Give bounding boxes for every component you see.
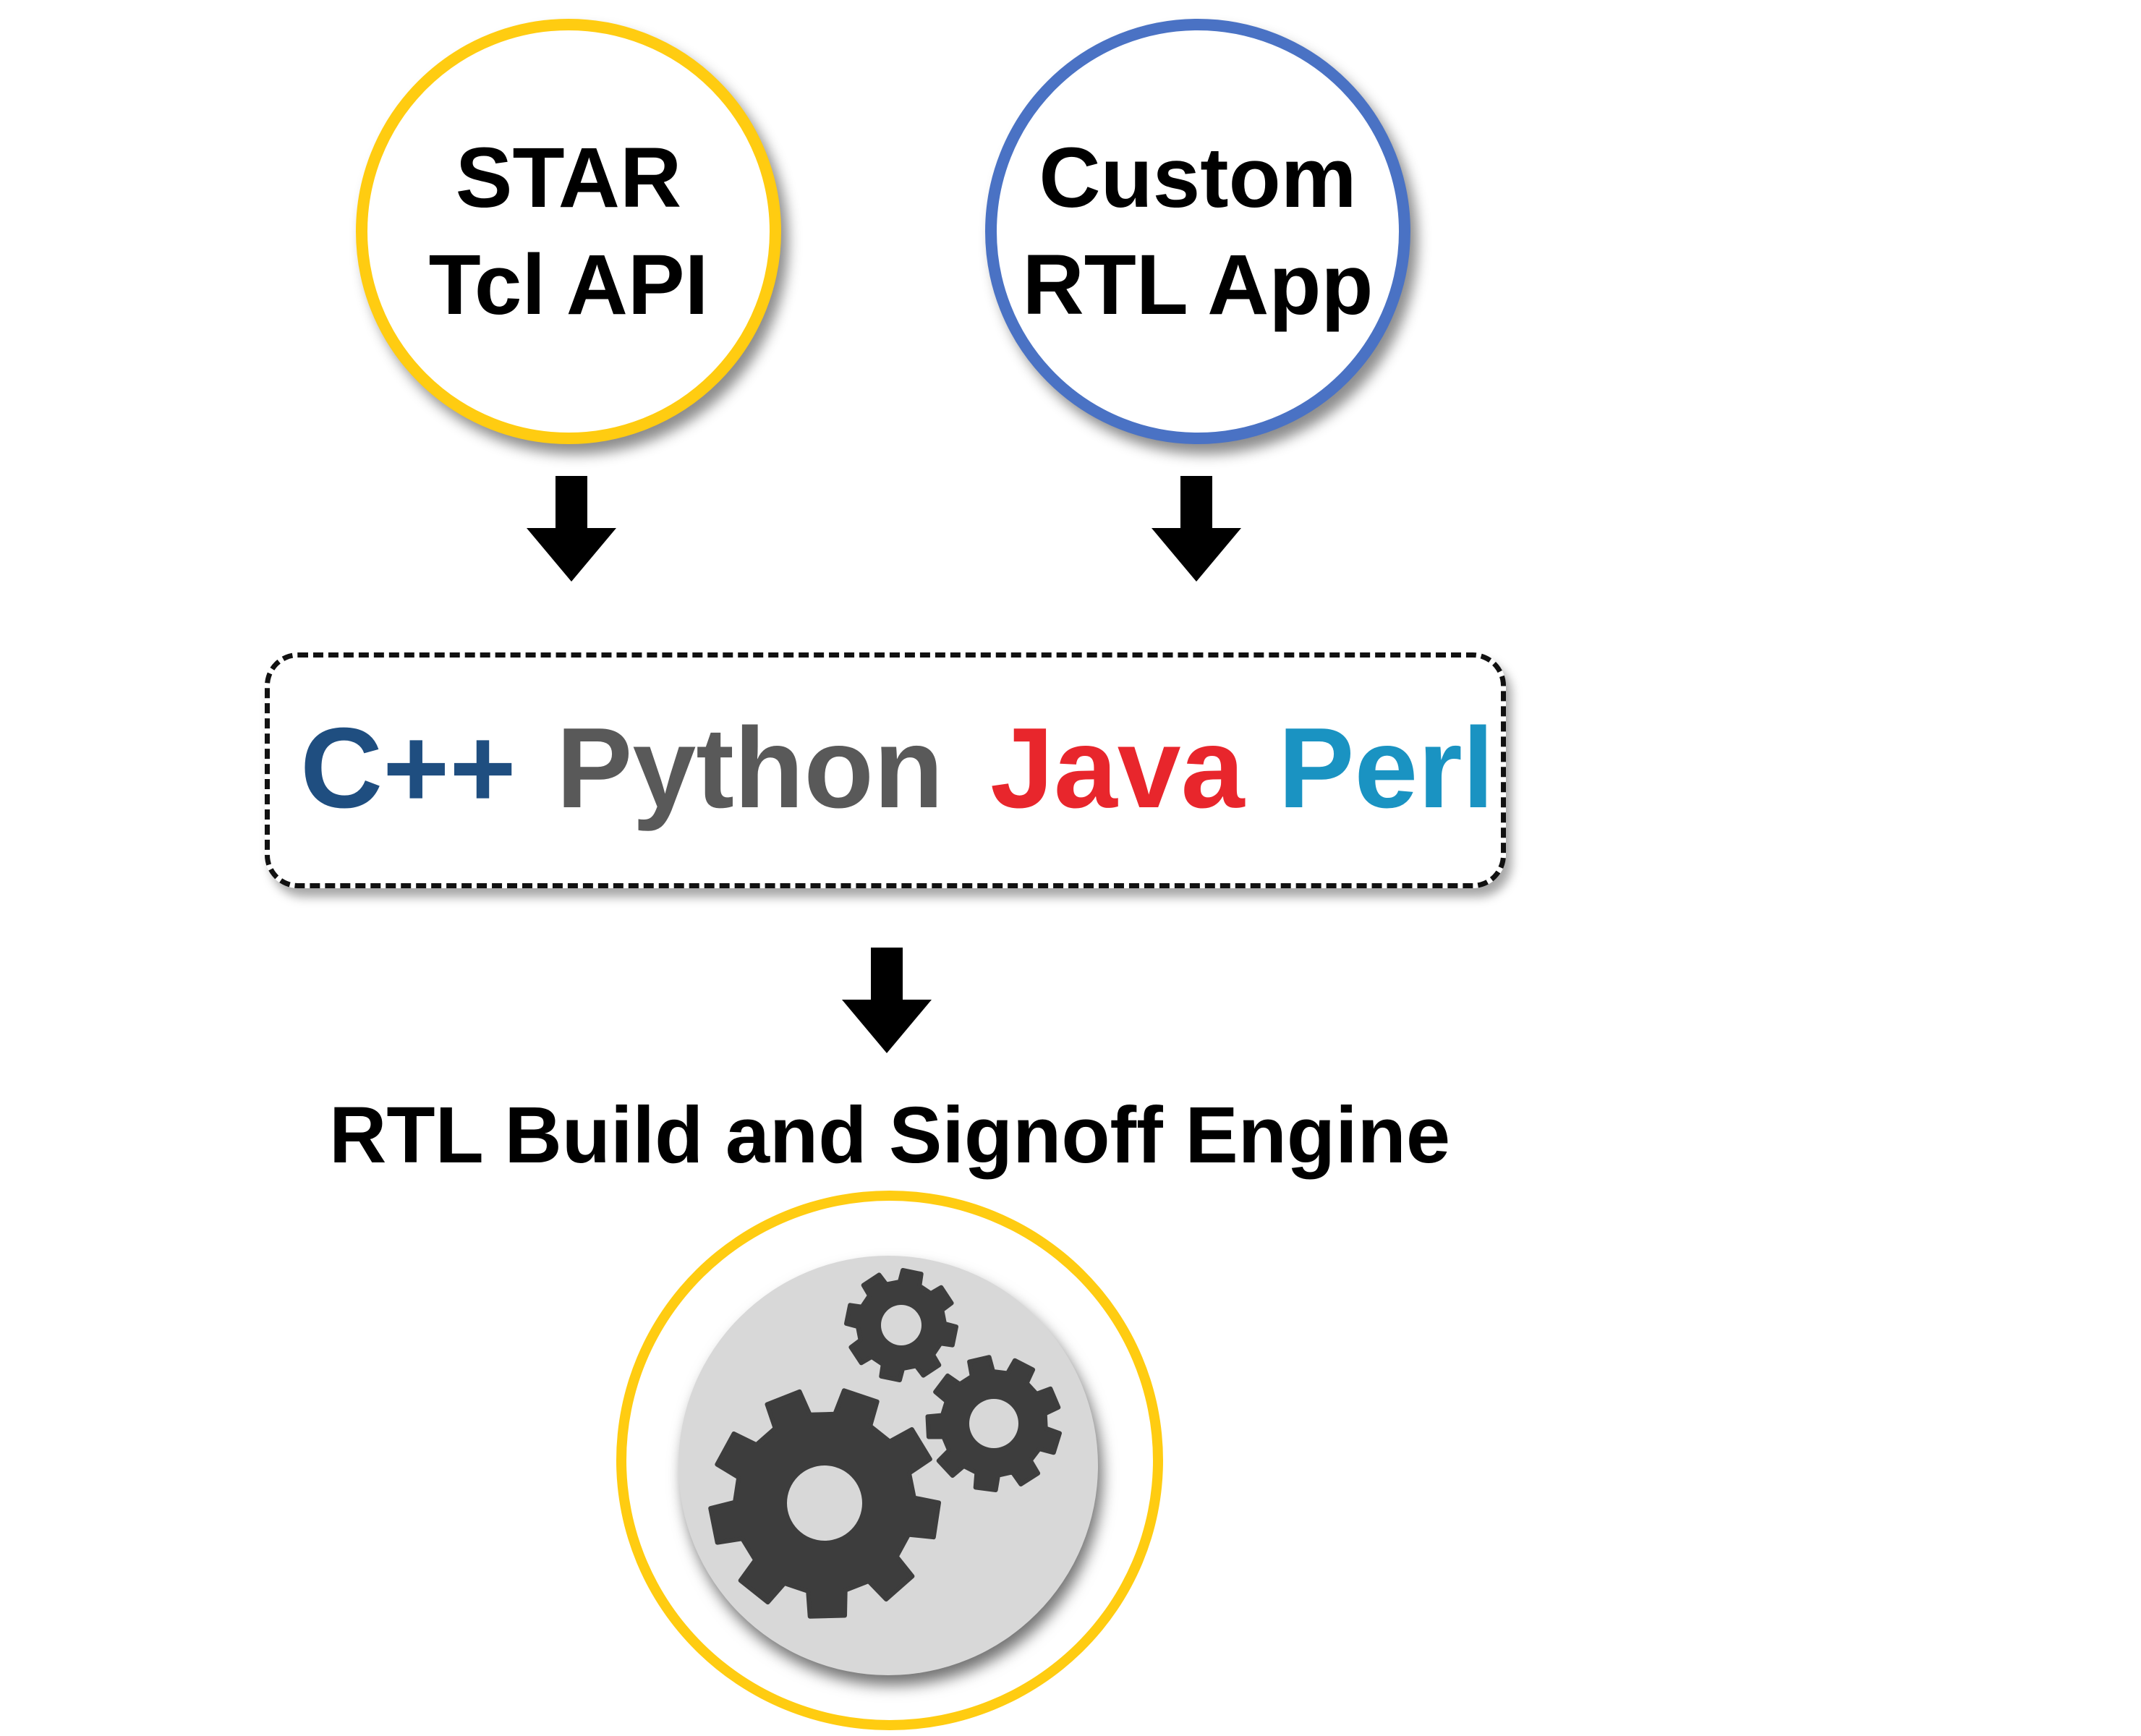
star-tcl-api-node: STAR Tcl API — [356, 19, 781, 444]
language-python: Python — [556, 705, 944, 832]
gear-medium-icon — [925, 1355, 1062, 1492]
gear-hole — [969, 1399, 1018, 1448]
gears-icon — [708, 1268, 1062, 1619]
arrow-down-icon — [527, 476, 616, 582]
gear-small-icon — [844, 1268, 958, 1382]
star-tcl-api-line-1: STAR — [455, 130, 682, 226]
custom-rtl-app-line-2: RTL App — [1022, 237, 1374, 333]
custom-rtl-app-node: Custom RTL App — [985, 19, 1410, 444]
engine-title: RTL Build and Signoff Engine — [328, 1091, 1451, 1180]
arrow-down-icon — [842, 948, 932, 1053]
arrow-down-icon — [1152, 476, 1241, 582]
star-tcl-api-line-2: Tcl API — [428, 237, 709, 333]
custom-rtl-app-line-1: Custom — [1039, 130, 1357, 226]
language-bindings-box: C++ Python Java Perl — [265, 652, 1506, 888]
language-cpp: C++ — [300, 705, 516, 832]
gear-hole — [881, 1305, 921, 1345]
language-perl: Perl — [1278, 705, 1494, 832]
gear-hole — [787, 1465, 862, 1541]
gear-large-icon — [708, 1388, 941, 1619]
language-java: Java — [990, 705, 1245, 832]
